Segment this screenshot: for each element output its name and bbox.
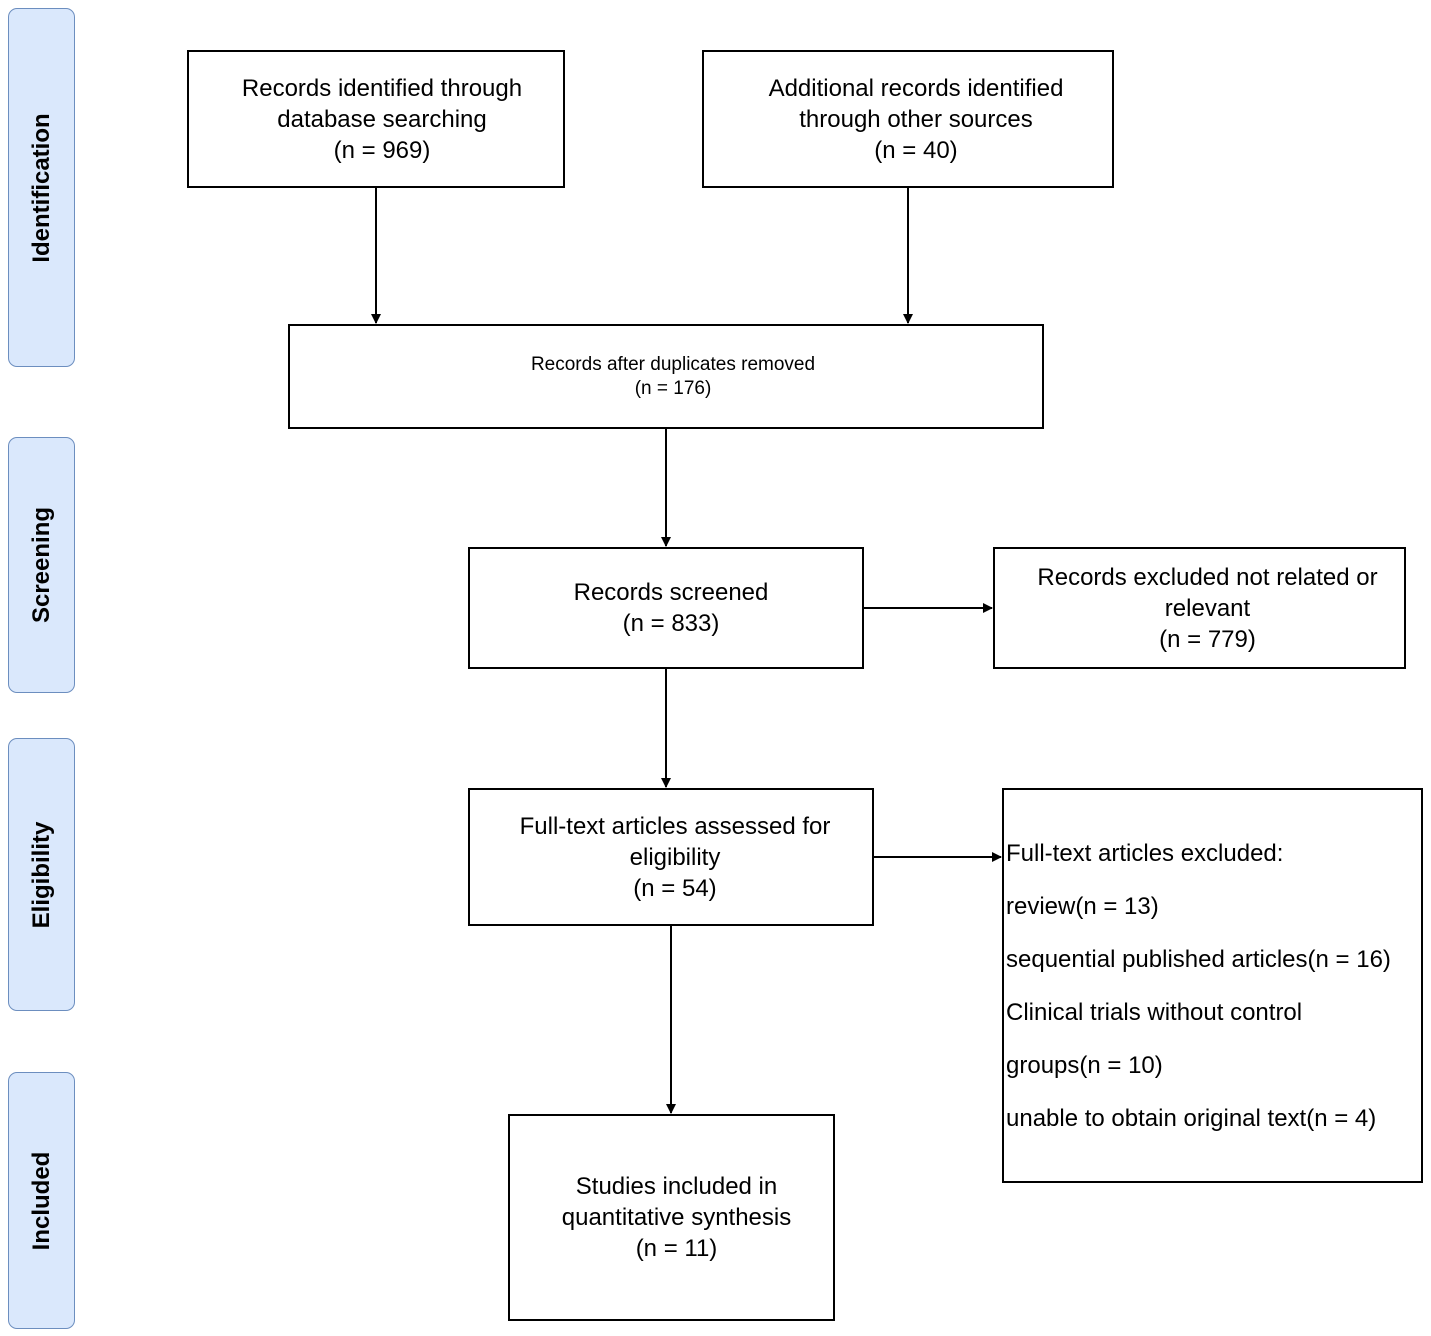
box-other-line1: Additional records identified bbox=[768, 74, 1064, 102]
stage-included: Included bbox=[8, 1072, 75, 1329]
box-records-screened: Records screened (n = 833) bbox=[468, 547, 864, 669]
excluded-heading: Full-text articles excluded: bbox=[1006, 840, 1284, 867]
box-other-line2: through other sources bbox=[799, 105, 1033, 133]
box-fulltext-count: (n = 54) bbox=[633, 874, 717, 902]
box-screened-count: (n = 833) bbox=[622, 610, 720, 637]
box-full-text-excluded: Full-text articles excluded: review(n = … bbox=[1002, 788, 1423, 1183]
box-database-line1: Records identified through bbox=[241, 74, 523, 102]
excluded-review: review(n = 13) bbox=[1006, 893, 1159, 920]
box-duplicates-count: (n = 176) bbox=[634, 377, 712, 399]
box-excluded-count: (n = 779) bbox=[1159, 625, 1256, 653]
box-included-line2: quantitative synthesis bbox=[561, 1204, 792, 1231]
box-records-excluded: Records excluded not related or relevant… bbox=[993, 547, 1406, 669]
box-included-line1: Studies included in bbox=[575, 1173, 778, 1200]
stage-identification: Identification bbox=[8, 8, 75, 367]
box-screened-line1: Records screened bbox=[573, 579, 769, 606]
stage-screening: Screening bbox=[8, 437, 75, 693]
excluded-groups: groups(n = 10) bbox=[1006, 1052, 1163, 1079]
box-database-line2: database searching bbox=[277, 105, 487, 133]
box-full-text-assessed: Full-text articles assessed for eligibil… bbox=[468, 788, 874, 926]
box-database-count: (n = 969) bbox=[333, 136, 431, 164]
box-fulltext-line2: eligibility bbox=[629, 843, 721, 871]
stage-eligibility: Eligibility bbox=[8, 738, 75, 1011]
box-other-count: (n = 40) bbox=[874, 136, 958, 164]
box-excluded-line2: relevant bbox=[1164, 594, 1251, 622]
box-other-sources: Additional records identified through ot… bbox=[702, 50, 1114, 188]
box-included-count: (n = 11) bbox=[635, 1235, 718, 1262]
box-database-searching: Records identified through database sear… bbox=[187, 50, 565, 188]
excluded-unable-original: unable to obtain original text(n = 4) bbox=[1006, 1105, 1377, 1132]
excluded-clinical-trials: Clinical trials without control bbox=[1006, 999, 1303, 1026]
box-studies-included: Studies included in quantitative synthes… bbox=[508, 1114, 835, 1321]
excluded-sequential: sequential published articles(n = 16) bbox=[1006, 946, 1391, 973]
box-excluded-line1: Records excluded not related or bbox=[1037, 563, 1378, 591]
box-fulltext-line1: Full-text articles assessed for bbox=[519, 812, 831, 840]
box-duplicates-removed: Records after duplicates removed (n = 17… bbox=[288, 324, 1044, 429]
box-duplicates-line1: Records after duplicates removed bbox=[530, 353, 816, 375]
